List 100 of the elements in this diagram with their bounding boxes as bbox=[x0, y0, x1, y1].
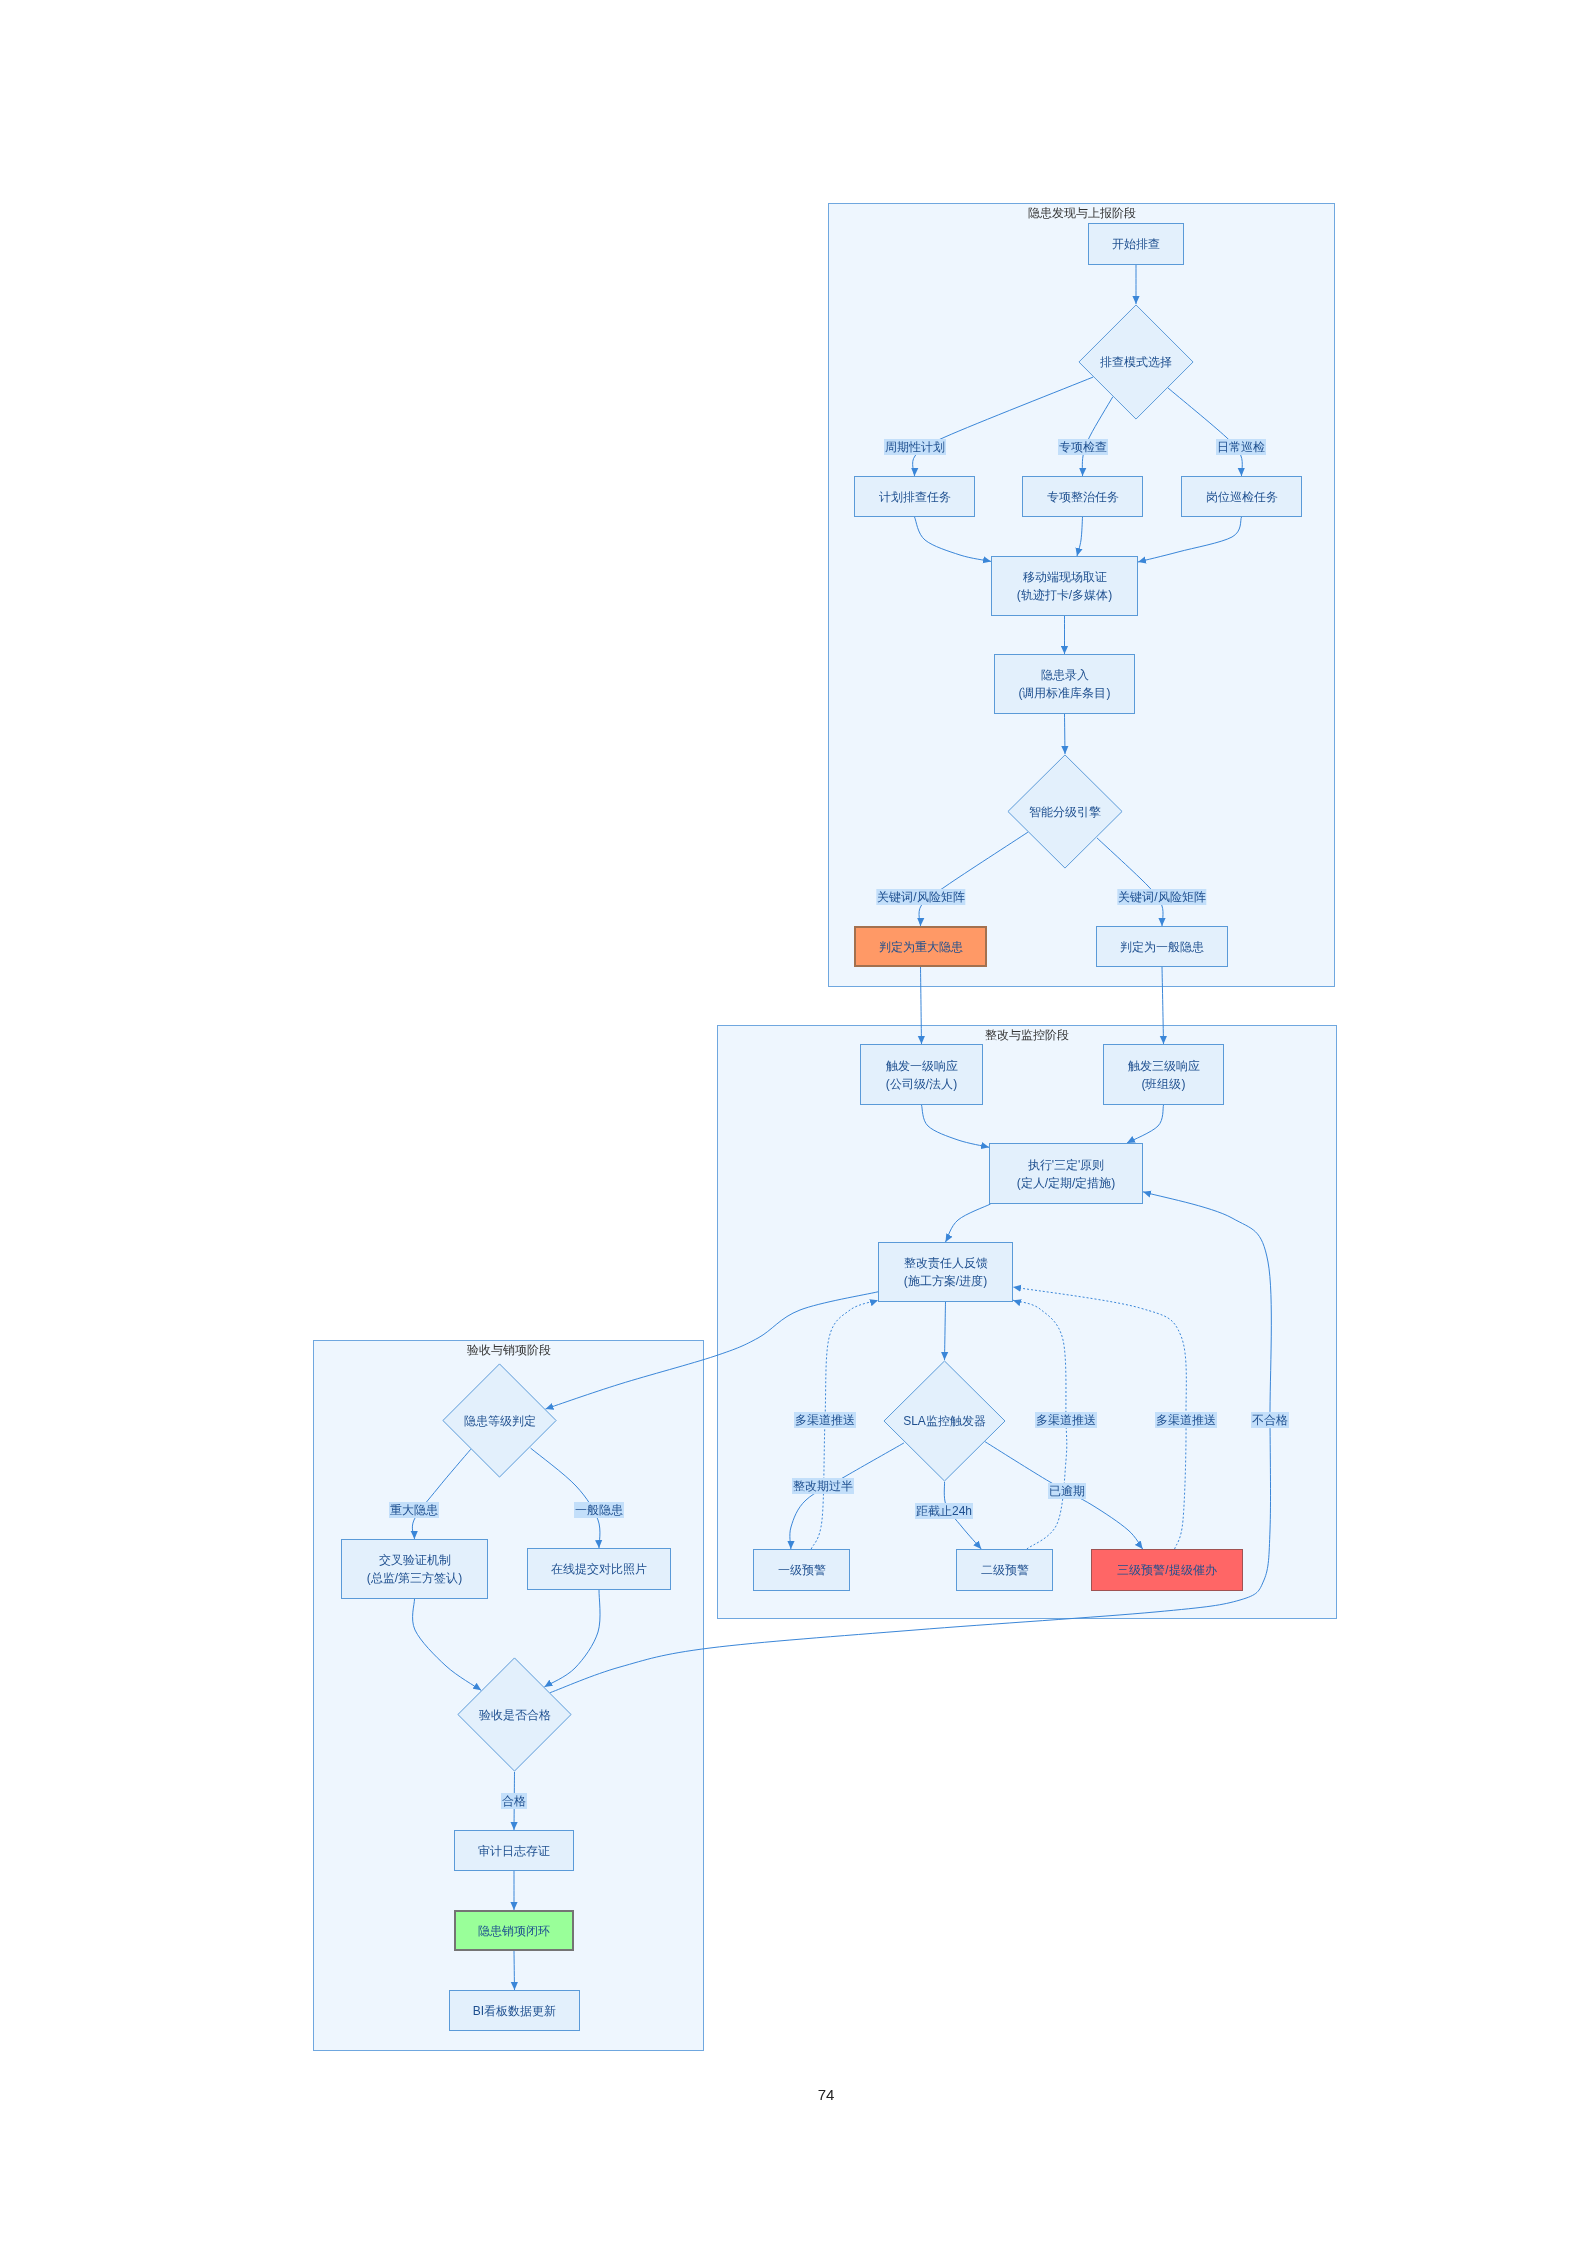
node-label: 判定为一般隐患 bbox=[1120, 938, 1204, 956]
node-label: 开始排查 bbox=[1112, 236, 1160, 253]
edge-label: 多渠道推送 bbox=[1035, 1412, 1097, 1428]
edge-label: 专项检查 bbox=[1058, 439, 1108, 455]
decision-diamond bbox=[442, 1363, 557, 1478]
node-label: 专项整治任务 bbox=[1046, 488, 1119, 506]
process-box bbox=[1022, 476, 1143, 517]
arrow bbox=[1137, 516, 1242, 564]
node-label: 隐患等级判定 bbox=[463, 1412, 536, 1430]
node-note: (班组级) bbox=[1141, 1075, 1186, 1093]
node-label: 交叉验证机制 bbox=[378, 1552, 451, 1569]
node-note: (施工方案/进度) bbox=[903, 1273, 988, 1290]
process-box bbox=[989, 1143, 1143, 1204]
process-box bbox=[854, 926, 987, 967]
node-note: (调用标准库条目) bbox=[1018, 685, 1111, 702]
node-note: (定人/定期/定措施) bbox=[1016, 1174, 1116, 1192]
dashed-arrow bbox=[1012, 1298, 1068, 1550]
edge-label: 重大隐患 bbox=[389, 1502, 439, 1518]
edge-label: 多渠道推送 bbox=[794, 1412, 856, 1428]
stage-title: 隐患发现与上报阶段 bbox=[1027, 205, 1136, 221]
process-box bbox=[854, 476, 975, 517]
process-box bbox=[1088, 223, 1184, 265]
node-label: 岗位巡检任务 bbox=[1205, 488, 1278, 506]
process-box bbox=[860, 1044, 983, 1105]
arrow bbox=[945, 1203, 992, 1243]
arrow bbox=[545, 1291, 879, 1410]
edge-label: 周期性计划 bbox=[884, 439, 946, 455]
arrow bbox=[510, 1950, 518, 1991]
process-box bbox=[1091, 1549, 1243, 1591]
node-note: (轨迹打卡/多媒体) bbox=[1016, 587, 1113, 604]
node-note: (总监/第三方签认) bbox=[366, 1570, 463, 1587]
edge-label: 关键词/风险矩阵 bbox=[1117, 889, 1207, 905]
process-box bbox=[341, 1539, 488, 1599]
node-label: 二级预警 bbox=[980, 1562, 1029, 1579]
arrow bbox=[1132, 264, 1140, 305]
process-box bbox=[878, 1242, 1013, 1302]
node-label: 移动端现场取证 bbox=[1022, 569, 1107, 586]
arrow bbox=[921, 1104, 990, 1150]
node-label: 在线提交对比照片 bbox=[551, 1561, 647, 1578]
stage-panel bbox=[828, 203, 1335, 987]
edge-label: 日常巡检 bbox=[1216, 439, 1266, 455]
process-box bbox=[1181, 476, 1302, 517]
edge-label: 距截止24h bbox=[915, 1503, 973, 1519]
edge-label: 已逾期 bbox=[1048, 1483, 1086, 1499]
stage-title: 整改与监控阶段 bbox=[985, 1027, 1069, 1043]
process-box bbox=[527, 1548, 671, 1590]
node-label: 三级预警/提级催办 bbox=[1117, 1562, 1217, 1579]
arrow bbox=[1060, 615, 1069, 655]
arrow bbox=[1159, 966, 1167, 1045]
process-box bbox=[454, 1830, 574, 1871]
node-label: 一级预警 bbox=[777, 1562, 826, 1579]
stage-title: 验收与销项阶段 bbox=[466, 1342, 551, 1358]
stage-panel bbox=[313, 1340, 704, 2051]
dashed-arrow bbox=[810, 1299, 879, 1550]
decision-diamond bbox=[457, 1657, 572, 1772]
process-box bbox=[1096, 926, 1228, 967]
arrow bbox=[412, 1598, 482, 1691]
edge-label: 多渠道推送 bbox=[1155, 1412, 1217, 1428]
arrow bbox=[1126, 1104, 1164, 1144]
edge-label: 合格 bbox=[501, 1793, 527, 1809]
edge-label: 不合格 bbox=[1251, 1412, 1289, 1428]
process-box bbox=[956, 1549, 1053, 1591]
edge-label: 一般隐患 bbox=[574, 1502, 624, 1518]
node-label: 触发三级响应 bbox=[1127, 1057, 1200, 1075]
node-note: (公司级/法人) bbox=[885, 1075, 958, 1093]
node-label: SLA监控触发器 bbox=[903, 1413, 986, 1430]
arrow bbox=[549, 1190, 1272, 1694]
node-label: 验收是否合格 bbox=[478, 1706, 551, 1724]
node-label: 隐患销项闭环 bbox=[478, 1922, 550, 1940]
arrow bbox=[1061, 713, 1069, 755]
arrow bbox=[510, 1870, 518, 1911]
arrow bbox=[941, 1301, 949, 1361]
node-label: 智能分级引擎 bbox=[1029, 803, 1101, 821]
process-box bbox=[454, 1910, 574, 1951]
node-label: 判定为重大隐患 bbox=[878, 938, 963, 956]
process-box bbox=[994, 654, 1135, 714]
decision-diamond bbox=[883, 1360, 1006, 1482]
decision-diamond bbox=[1007, 754, 1123, 869]
page-number: 74 bbox=[817, 2085, 835, 2105]
arrow bbox=[543, 1589, 601, 1688]
arrow bbox=[914, 516, 992, 564]
edge-label: 关键词/风险矩阵 bbox=[876, 889, 966, 905]
edge-label: 整改期过半 bbox=[792, 1478, 854, 1494]
stage-panel bbox=[717, 1025, 1337, 1619]
node-label: 触发一级响应 bbox=[885, 1057, 958, 1075]
node-label: BI看板数据更新 bbox=[472, 2002, 557, 2020]
arrow bbox=[1075, 516, 1083, 557]
node-label: 整改责任人反馈 bbox=[903, 1255, 988, 1272]
decision-diamond bbox=[1078, 304, 1194, 420]
process-box bbox=[991, 556, 1138, 616]
node-label: 审计日志存证 bbox=[478, 1842, 550, 1860]
node-label: 隐患录入 bbox=[1040, 667, 1089, 684]
node-label: 计划排查任务 bbox=[878, 488, 951, 506]
arrow bbox=[917, 966, 925, 1045]
process-box bbox=[753, 1549, 850, 1591]
process-box bbox=[1103, 1044, 1224, 1105]
node-label: 排查模式选择 bbox=[1100, 354, 1172, 371]
process-box bbox=[449, 1990, 580, 2031]
node-label: 执行'三定'原则 bbox=[1027, 1156, 1105, 1174]
dashed-arrow bbox=[1012, 1284, 1187, 1550]
